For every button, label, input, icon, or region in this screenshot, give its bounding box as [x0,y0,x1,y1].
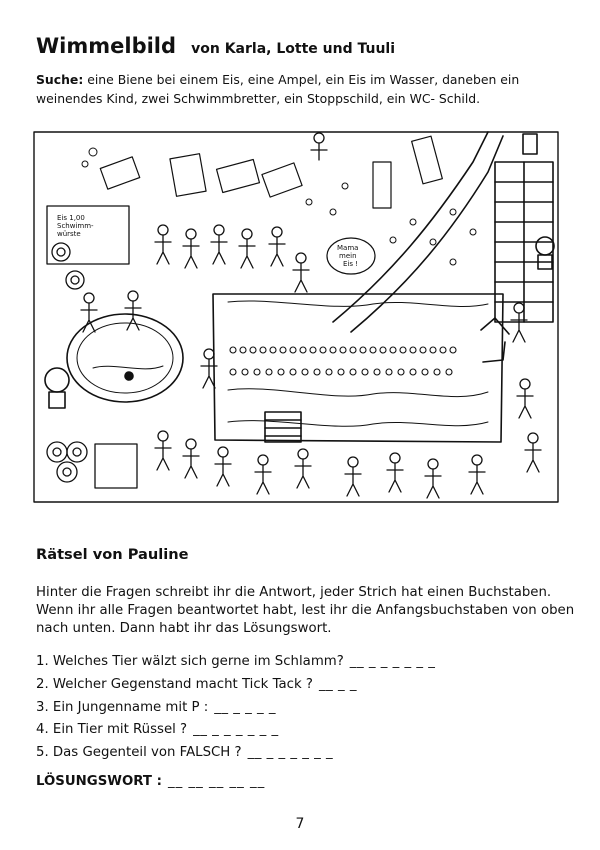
question-text: 1. Welches Tier wälzt sich gerne im Schl… [36,654,344,669]
riddle-question-5: 5. Das Gegenteil von FALSCH ? __ _ _ _ _ … [36,745,333,760]
kiosk-sign: Eis 1,00 Schwimm- würste [57,214,94,238]
sign-line-1: Eis 1,00 [57,214,85,222]
towels-drawing [99,135,443,209]
search-instructions: Suche: eine Biene bei einem Eis, eine Am… [36,70,576,108]
answer-blanks: __ _ _ _ _ _ _ [349,654,436,669]
sign-line-2: Schwimm- [57,222,94,230]
question-text: 5. Das Gegenteil von FALSCH ? [36,745,242,760]
plant-drawing [44,236,555,409]
question-text: 4. Ein Tier mit Rüssel ? [36,722,188,737]
speech-line-1: Mama [337,244,358,252]
pool-drawing [212,293,510,443]
speech-line-3: Eis ! [343,260,358,268]
lifebuoys-drawing [46,205,138,489]
solution-word-label: LÖSUNGSWORT : [36,774,162,789]
question-text: 2. Welcher Gegenstand macht Tick Tack ? [36,677,313,692]
riddle-title: Rätsel von Pauline [36,546,189,563]
page-number: 7 [295,816,305,832]
page-subtitle: von Karla, Lotte und Tuuli [191,41,396,57]
page-title: Wimmelbild [36,34,177,58]
flowers-drawing [81,147,477,266]
riddle-question-3: 3. Ein Jungenname mit P : __ _ _ _ _ [36,700,276,715]
riddle-question-2: 2. Welcher Gegenstand macht Tick Tack ? _… [36,677,357,692]
solution-word-blanks: __ __ __ __ __ [167,774,266,789]
solution-word-row: LÖSUNGSWORT : __ __ __ __ __ [36,774,265,789]
answer-blanks: __ _ _ _ _ _ _ [247,745,334,760]
riddle-question-1: 1. Welches Tier wälzt sich gerne im Schl… [36,654,435,669]
answer-blanks: __ _ _ [318,677,358,692]
speech-line-2: mein [339,252,357,260]
question-text: 3. Ein Jungenname mit P : [36,700,209,715]
page-title-row: Wimmelbild von Karla, Lotte und Tuuli [36,34,395,58]
sign-line-3: würste [57,230,81,238]
riddle-intro: Hinter die Fragen schreibt ihr die Antwo… [36,585,575,636]
answer-blanks: __ _ _ _ _ [214,700,277,715]
search-label: Suche: [36,72,84,87]
slide-drawing [332,131,504,333]
search-text: eine Biene bei einem Eis, eine Ampel, ei… [36,72,520,106]
tower-drawing [494,133,554,323]
answer-blanks: __ _ _ _ _ _ _ [193,722,279,737]
wimmelbild-drawing: Eis 1,00 Schwimm- würste Mama mein Eis ! [33,122,559,504]
people-drawing [80,132,542,499]
round-pool-drawing [66,313,184,403]
speech-bubble: Mama mein Eis ! [326,237,376,275]
riddle-question-4: 4. Ein Tier mit Rüssel ? __ _ _ _ _ _ _ [36,722,279,737]
